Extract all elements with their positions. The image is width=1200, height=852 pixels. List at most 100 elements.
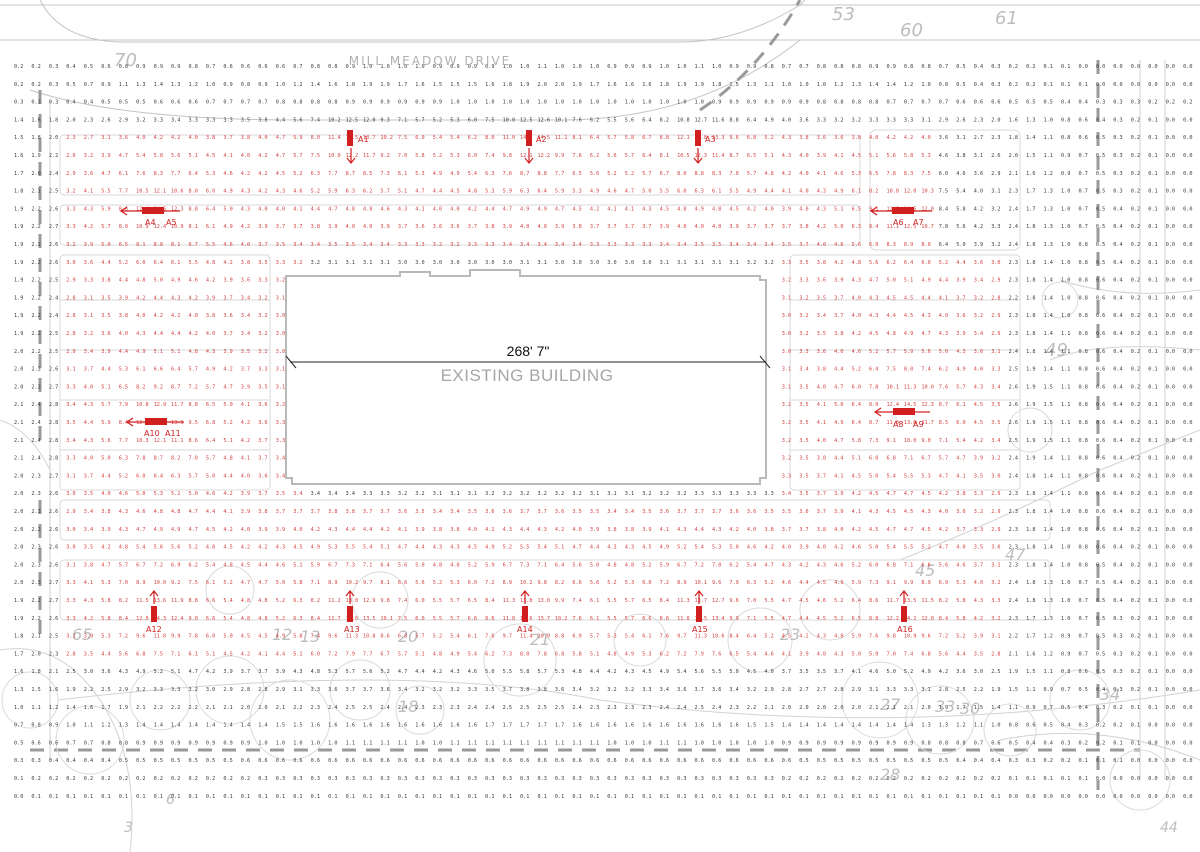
grid-value: 4.3	[939, 331, 948, 337]
grid-value: 4.2	[380, 527, 389, 533]
grid-value: 11.7	[887, 598, 900, 604]
grid-value: 0.1	[1148, 367, 1157, 373]
grid-value: 1.7	[1026, 189, 1035, 195]
grid-value: 4.0	[538, 224, 547, 230]
grid-value: 8.8	[189, 206, 198, 212]
grid-value: 0.2	[84, 776, 93, 782]
grid-value: 0.2	[1131, 438, 1140, 444]
grid-value: 2.0	[538, 82, 547, 88]
light-fixtures: A1 A2 A3 A4 A5 A6 A7	[119, 130, 932, 634]
grid-value: 0.2	[1131, 402, 1140, 408]
grid-value: 0.2	[1061, 758, 1070, 764]
grid-value: 5.2	[852, 367, 861, 373]
grid-value: 4.2	[852, 527, 861, 533]
grid-value: 0.2	[1131, 117, 1140, 123]
fixture-a12[interactable]: A12	[146, 590, 162, 634]
grid-value: 6.4	[380, 562, 389, 568]
grid-value: 0.1	[468, 794, 477, 800]
grid-value: 2.4	[31, 420, 40, 426]
grid-value: 2.0	[14, 527, 23, 533]
grid-value: 9.0	[921, 438, 930, 444]
grid-value: 1.0	[799, 82, 808, 88]
grid-value: 4.0	[84, 456, 93, 462]
grid-value: 4.7	[939, 473, 948, 479]
grid-value: 1.7	[1026, 634, 1035, 640]
grid-value: 0.8	[1079, 331, 1088, 337]
grid-value: 2.4	[1009, 456, 1018, 462]
grid-value: 1.0	[1061, 598, 1070, 604]
grid-value: 2.0	[852, 705, 861, 711]
grid-value: 4.5	[974, 420, 983, 426]
grid-value: 3.6	[956, 669, 965, 675]
grid-value: 2.4	[660, 705, 669, 711]
grid-value: 9.9	[729, 616, 738, 622]
grid-value: 4.3	[276, 545, 285, 551]
grid-value: 3.0	[66, 260, 75, 266]
grid-value: 7.9	[346, 651, 355, 657]
grid-value: 3.2	[852, 117, 861, 123]
grid-value: 3.3	[991, 367, 1000, 373]
fixture-a1[interactable]: A1	[346, 130, 369, 164]
grid-value: 3.8	[119, 313, 128, 319]
grid-value: 5.6	[398, 562, 407, 568]
fixture-a14[interactable]: A14	[517, 590, 533, 634]
grid-value: 3.0	[572, 260, 581, 266]
grid-value: 0.1	[311, 794, 320, 800]
grid-value: 1.8	[1026, 509, 1035, 515]
grid-value: 0.1	[31, 794, 40, 800]
grid-value: 10.9	[538, 634, 551, 640]
grid-value: 4.7	[625, 189, 634, 195]
grid-value: 1.7	[555, 723, 564, 729]
fixture-a3[interactable]: A3	[693, 130, 716, 164]
grid-value: 3.1	[590, 491, 599, 497]
fixture-a15[interactable]: A15	[692, 590, 708, 634]
grid-value: 4.4	[84, 420, 93, 426]
grid-value: 0.3	[1113, 616, 1122, 622]
grid-value: 0.6	[241, 64, 250, 70]
grid-value: 0.0	[1166, 545, 1175, 551]
grid-value: 1.9	[1026, 456, 1035, 462]
grid-value: 2.4	[1009, 598, 1018, 604]
grid-value: 3.0	[555, 260, 564, 266]
grid-value: 0.6	[607, 758, 616, 764]
grid-value: 5.0	[869, 545, 878, 551]
grid-value: 12.1	[677, 135, 690, 141]
grid-value: 0.7	[799, 64, 808, 70]
grid-value: 5.7	[956, 384, 965, 390]
grid-value: 0.1	[1148, 527, 1157, 533]
grid-value: 5.2	[764, 135, 773, 141]
fixture-a16[interactable]: A16	[897, 590, 913, 634]
fixture-a2[interactable]: A2	[524, 130, 547, 164]
grid-value: 5.4	[747, 562, 756, 568]
grid-value: 0.0	[1166, 473, 1175, 479]
grid-value: 0.3	[572, 776, 581, 782]
grid-value: 0.4	[1044, 740, 1053, 746]
fixture-a10-a11[interactable]: A10 A11	[125, 417, 184, 438]
grid-value: 5.8	[852, 438, 861, 444]
grid-value: 0.4	[1113, 402, 1122, 408]
grid-value: 3.6	[974, 171, 983, 177]
grid-value: 0.5	[136, 758, 145, 764]
grid-value: 3.9	[223, 278, 232, 284]
fixture-a13[interactable]: A13	[344, 590, 360, 634]
grid-value: 5.9	[555, 189, 564, 195]
grid-value: 1.1	[555, 740, 564, 746]
grid-value: 0.5	[921, 758, 930, 764]
grid-value: 12.0	[136, 616, 149, 622]
grid-value: 1.4	[258, 723, 267, 729]
grid-value: 5.7	[450, 598, 459, 604]
grid-value: 4.4	[799, 616, 808, 622]
fixture-a8-a9[interactable]: A8 A9	[873, 407, 930, 429]
grid-value: 6.0	[956, 420, 965, 426]
grid-value: 3.8	[799, 224, 808, 230]
fixture-a6-a7[interactable]: A6 A7	[869, 206, 932, 227]
grid-value: 2.0	[14, 509, 23, 515]
grid-value: 0.2	[154, 776, 163, 782]
grid-value: 0.5	[84, 64, 93, 70]
grid-value: 1.3	[1044, 242, 1053, 248]
fixture-a4-a5[interactable]: A4 A5	[119, 206, 180, 227]
grid-value: 5.4	[887, 473, 896, 479]
grid-value: 0.2	[1131, 473, 1140, 479]
grid-value: 3.7	[276, 224, 285, 230]
grid-value: 1.0	[660, 64, 669, 70]
